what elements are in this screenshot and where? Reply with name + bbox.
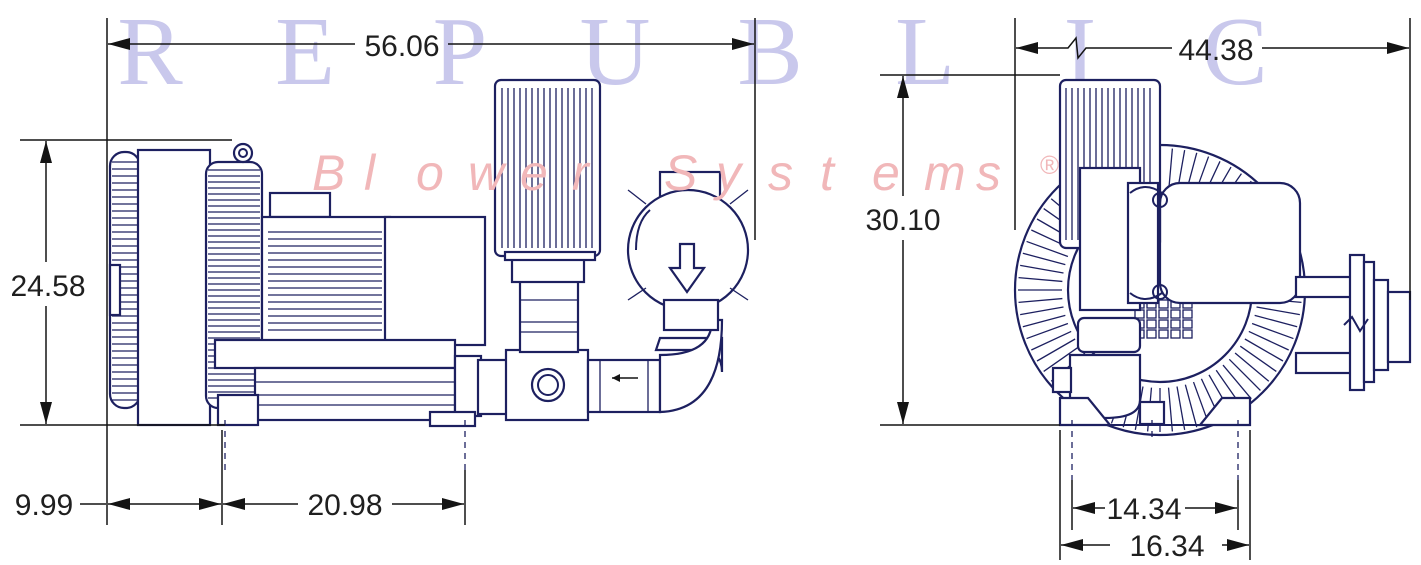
watermark-tagline-letter: e [520, 145, 548, 201]
side-view [1013, 78, 1412, 480]
dim-foot-outer-width: 16.34 [1129, 530, 1204, 563]
watermark-tagline-letter: w [468, 145, 507, 201]
front-view [108, 78, 750, 470]
watermark-tagline-letter: y [713, 145, 744, 201]
side-valve [1078, 166, 1168, 312]
dim-side-height: 30.10 [865, 204, 940, 237]
watermark-brand-letter: R [117, 0, 183, 106]
side-outlet [1158, 181, 1412, 392]
dim-front-offset: 9.99 [15, 489, 73, 522]
front-fan-housing [108, 142, 264, 427]
front-filter [493, 78, 602, 262]
watermark-tagline-letter: s [976, 145, 1001, 201]
front-base [213, 338, 483, 428]
watermark-tagline-letter: o [416, 145, 444, 201]
watermark-tagline-letter: l [364, 145, 377, 201]
watermark-tagline-letter: S [664, 145, 697, 201]
watermark-brand-letter: C [1202, 0, 1267, 106]
front-foot-markers [224, 420, 466, 470]
watermark-brand-letter: E [275, 0, 335, 106]
watermark-brand-letter: B [737, 0, 802, 106]
side-foot-markers [1071, 420, 1239, 480]
dim-foot-inner-width: 14.34 [1106, 493, 1181, 526]
dim-base-length: 20.98 [307, 489, 382, 522]
dim-overall-height: 24.58 [10, 270, 85, 303]
front-valve [626, 170, 750, 332]
watermark-tagline-letter: B [312, 145, 345, 201]
watermark-tagline-letter: s [768, 145, 793, 201]
watermark-brand-letter: P [433, 0, 488, 106]
dim-side-width: 44.38 [1178, 34, 1253, 67]
dim-overall-length: 56.06 [364, 30, 439, 63]
watermark-tagline-letter: e [872, 145, 900, 201]
watermark-registered-mark: ® [1040, 150, 1059, 180]
front-pipe [476, 250, 724, 422]
watermark-tagline-letter: t [820, 145, 836, 201]
watermark-tagline-letter: m [924, 145, 966, 201]
side-base [1058, 396, 1252, 427]
dimension-lines: 56.06 24.58 9.99 20.98 44.38 30.10 [10, 18, 1411, 563]
front-motor [260, 191, 487, 347]
watermark-tagline-letter: r [572, 145, 591, 201]
